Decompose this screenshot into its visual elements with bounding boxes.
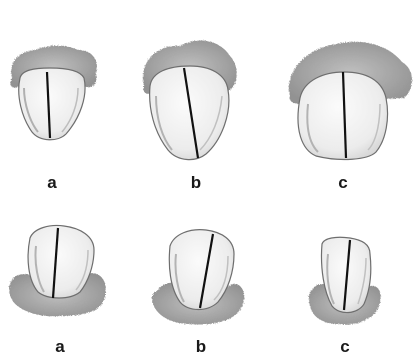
upper-incisor-narrow-icon <box>10 46 97 140</box>
bottom-label-a: a <box>55 337 65 356</box>
bottom-label-b: b <box>196 337 206 356</box>
lower-incisor-narrow-icon <box>9 226 106 317</box>
top-label-a: a <box>47 173 57 192</box>
upper-incisor-medium-icon <box>143 41 237 160</box>
top-label-c: c <box>338 173 347 192</box>
lower-incisor-slender-icon <box>309 237 381 324</box>
bottom-label-c: c <box>340 337 349 356</box>
lower-incisor-medium-icon <box>152 230 244 325</box>
upper-incisor-wide-icon <box>289 42 412 160</box>
top-label-b: b <box>191 173 201 192</box>
